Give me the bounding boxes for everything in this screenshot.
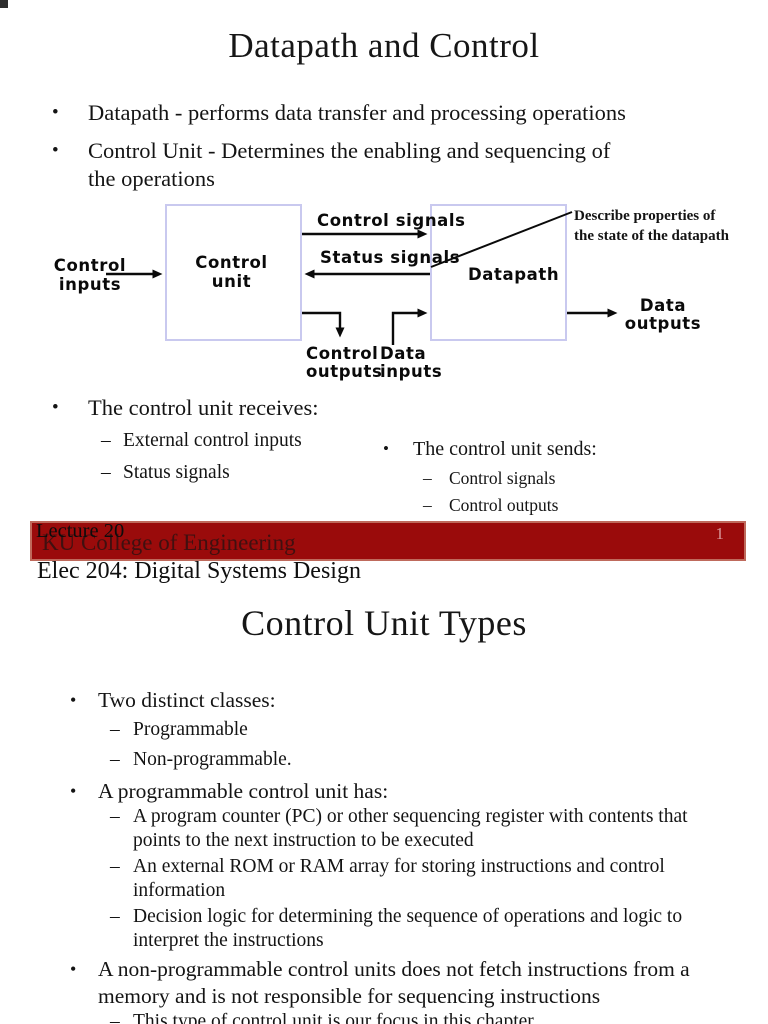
bullet-text: Decision logic for determining the seque… xyxy=(133,906,683,951)
bullet-text: A program counter (PC) or other sequenci… xyxy=(133,806,688,851)
list-item: – External control inputs xyxy=(52,429,382,453)
bullet-text: A non-programmable control units does no… xyxy=(98,957,690,1008)
dash-icon: – xyxy=(110,906,120,927)
bullet-text: Datapath - performs data transfer and pr… xyxy=(88,100,626,125)
bullet-text: An external ROM or RAM array for storing… xyxy=(133,856,665,901)
corner-artifact xyxy=(0,0,8,8)
slide2-title: Control Unit Types xyxy=(241,603,527,643)
bullet-text: Programmable xyxy=(133,719,248,740)
status-signals-label: Status signals xyxy=(320,248,461,267)
bullet-text: Status signals xyxy=(123,462,230,483)
dash-icon: – xyxy=(110,719,120,740)
control-unit-label: Control unit xyxy=(195,253,268,291)
list-item: • Datapath - performs data transfer and … xyxy=(52,99,668,127)
bullet-icon: • xyxy=(52,140,59,161)
dash-icon: – xyxy=(110,856,120,877)
dash-icon: – xyxy=(110,749,120,770)
slide1-title: Datapath and Control xyxy=(228,26,540,65)
bullet-icon: • xyxy=(383,439,389,458)
dash-icon: – xyxy=(101,430,111,451)
list-item: – An external ROM or RAM array for stori… xyxy=(0,855,768,903)
list-item: – Decision logic for determining the seq… xyxy=(0,905,768,953)
list-item: – Control outputs xyxy=(383,494,713,516)
course-title: Elec 204: Digital Systems Design xyxy=(37,558,361,584)
list-item: • The control unit receives: xyxy=(52,395,382,421)
list-item: • A non-programmable control units does … xyxy=(0,956,768,1010)
bullet-text: External control inputs xyxy=(123,430,302,451)
bullet-text: Control Unit - Determines the enabling a… xyxy=(88,138,611,191)
list-item: – A program counter (PC) or other sequen… xyxy=(0,805,768,853)
lecture-label: Lecture 20 xyxy=(36,520,125,542)
list-item: – Control signals xyxy=(383,467,713,489)
slide2-bullet-list: • Two distinct classes: – Programmable –… xyxy=(0,687,768,1024)
bullet-text: Control signals xyxy=(449,468,556,488)
receives-block: • The control unit receives: – External … xyxy=(52,395,382,493)
dash-icon: – xyxy=(110,1011,120,1024)
bullet-icon: • xyxy=(70,781,77,801)
list-item: – This type of control unit is our focus… xyxy=(0,1010,768,1024)
bullet-icon: • xyxy=(52,397,59,418)
slide1-bullet-list: • Datapath - performs data transfer and … xyxy=(52,99,668,203)
control-unit-box xyxy=(165,204,302,341)
list-item: – Programmable xyxy=(0,718,768,742)
bullet-icon: • xyxy=(70,690,77,710)
data-inputs-arrow xyxy=(391,308,428,345)
bullet-text: The control unit receives: xyxy=(88,395,319,420)
control-outputs-arrow xyxy=(302,311,345,338)
data-outputs-label: Data outputs xyxy=(624,296,702,333)
control-inputs-label: Control inputs xyxy=(53,256,127,294)
list-item: – Non-programmable. xyxy=(0,748,768,772)
bullet-text: This type of control unit is our focus i… xyxy=(133,1011,534,1024)
dash-icon: – xyxy=(423,468,432,488)
control-signals-label: Control signals xyxy=(317,211,466,230)
data-inputs-label: Data inputs xyxy=(380,344,443,381)
list-item: • A programmable control unit has: xyxy=(0,778,768,805)
list-item: • Control Unit - Determines the enabling… xyxy=(52,137,668,193)
control-outputs-label: Control outputs xyxy=(306,344,383,381)
dash-icon: – xyxy=(423,495,432,515)
bullet-text: Two distinct classes: xyxy=(98,688,276,712)
list-item: • Two distinct classes: xyxy=(0,687,768,714)
bullet-text: Non-programmable. xyxy=(133,749,292,770)
dash-icon: – xyxy=(101,462,111,483)
bullet-icon: • xyxy=(70,959,77,979)
page-number: 1 xyxy=(715,524,725,543)
bullet-text: Control outputs xyxy=(449,495,559,515)
datapath-note: Describe properties of the state of the … xyxy=(574,208,729,244)
college-name: KU College of Engineering xyxy=(42,530,296,555)
bullet-text: The control unit sends: xyxy=(413,438,597,460)
list-item: • The control unit sends: xyxy=(383,437,713,461)
datapath-label: Datapath xyxy=(468,265,560,284)
sends-block: • The control unit sends: – Control sign… xyxy=(383,437,713,521)
dash-icon: – xyxy=(110,806,120,827)
list-item: – Status signals xyxy=(52,461,382,485)
footer-banner: KU College of Engineering 1 xyxy=(30,521,746,561)
bullet-icon: • xyxy=(52,102,59,123)
bullet-text: A programmable control unit has: xyxy=(98,779,389,803)
